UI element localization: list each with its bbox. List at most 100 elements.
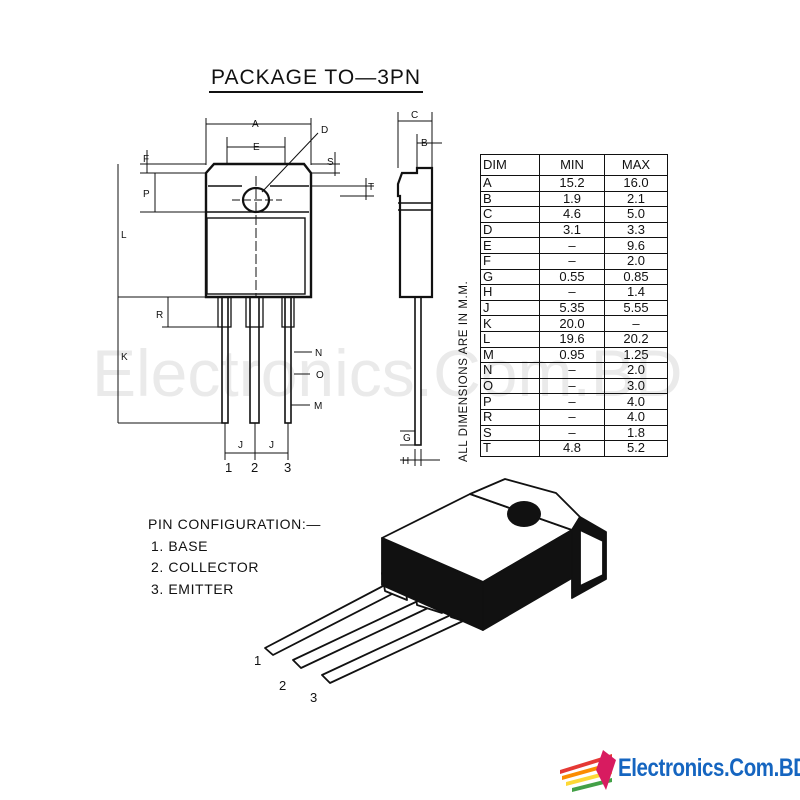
- iso-pin-label-3: 3: [310, 690, 317, 705]
- table-cell-dim: N: [480, 362, 540, 379]
- table-header-min: MIN: [539, 154, 605, 176]
- table-row: P–4.0: [480, 393, 668, 410]
- table-cell-min: 1.9: [539, 190, 605, 208]
- table-cell-max: 1.25: [604, 346, 668, 364]
- table-cell-min: –: [539, 393, 605, 410]
- dim-label-c: C: [411, 110, 418, 121]
- table-cell-max: 3.3: [604, 221, 668, 239]
- table-cell-dim: F: [480, 252, 540, 270]
- table-cell-min: –: [539, 362, 605, 379]
- table-cell-min: 4.6: [539, 206, 605, 223]
- table-cell-max: 3.0: [604, 377, 668, 395]
- table-cell-min: 0.55: [539, 268, 605, 286]
- table-cell-min: 5.35: [539, 299, 605, 317]
- table-cell-min: –: [539, 284, 605, 301]
- dim-label-p: P: [143, 189, 150, 200]
- table-row: H–1.4: [480, 284, 668, 301]
- table-cell-dim: J: [480, 299, 540, 317]
- dim-label-m: M: [314, 401, 322, 412]
- table-cell-dim: O: [480, 377, 540, 395]
- dim-label-n: N: [315, 348, 322, 359]
- table-cell-max: 4.0: [604, 408, 668, 426]
- pin-item-base: 1. BASE: [151, 537, 209, 554]
- iso-pin-label-2: 2: [279, 678, 286, 693]
- table-cell-dim: H: [480, 284, 540, 301]
- table-cell-min: –: [539, 408, 605, 426]
- table-cell-dim: G: [480, 268, 540, 286]
- table-cell-dim: M: [480, 346, 540, 364]
- pin-item-emitter: 3. EMITTER: [151, 580, 235, 597]
- pin-configuration: PIN CONFIGURATION:— 1. BASE 2. COLLECTOR…: [148, 514, 321, 600]
- table-cell-dim: S: [480, 424, 540, 442]
- table-cell-dim: D: [480, 221, 540, 239]
- package-title: PACKAGE TO—3PN: [209, 66, 424, 93]
- table-cell-max: 5.2: [604, 440, 668, 457]
- table-header-dim: DIM: [480, 154, 540, 176]
- table-cell-dim: E: [480, 237, 540, 254]
- table-cell-max: 2.0: [604, 252, 668, 270]
- isometric-view: [264, 478, 607, 684]
- dim-label-e: E: [253, 142, 260, 153]
- table-cell-dim: C: [480, 206, 540, 223]
- table-cell-dim: T: [480, 440, 540, 457]
- table-cell-min: –: [539, 252, 605, 270]
- table-cell-max: 2.0: [604, 362, 668, 379]
- table-cell-min: 20.0: [539, 315, 605, 332]
- front-pin-number-2: 2: [251, 460, 258, 475]
- dim-label-l: L: [121, 230, 127, 241]
- dim-label-g: G: [403, 433, 411, 444]
- front-pin-number-3: 3: [284, 460, 291, 475]
- dim-label-d: D: [321, 125, 328, 136]
- table-cell-max: 5.55: [604, 299, 668, 317]
- table-row: F–2.0: [480, 252, 668, 270]
- front-pin-number-1: 1: [225, 460, 232, 475]
- side-view: [396, 112, 442, 466]
- table-cell-dim: B: [480, 190, 540, 208]
- dim-label-s: S: [327, 157, 334, 168]
- brand-logo-icon: [560, 750, 616, 792]
- dim-label-t: T: [368, 182, 374, 193]
- table-cell-min: 15.2: [539, 175, 605, 192]
- table-cell-min: 0.95: [539, 346, 605, 364]
- dim-label-b: B: [421, 138, 428, 149]
- dim-label-a: A: [252, 119, 259, 130]
- iso-pin-labels: 1 2 3: [254, 653, 317, 705]
- table-row: O–3.0: [480, 377, 668, 395]
- front-view: [204, 162, 313, 424]
- dim-label-k: K: [121, 352, 128, 363]
- dim-label-j2: J: [269, 440, 274, 451]
- table-cell-max: 16.0: [604, 175, 668, 192]
- units-note: ALL DIMENSIONS ARE IN M.M.: [458, 281, 472, 476]
- iso-pin-label-1: 1: [254, 653, 261, 668]
- front-dimension-labels: A D E F S T P L R K N O M J J 1 2 3: [121, 119, 374, 475]
- table-cell-min: –: [539, 377, 605, 395]
- table-cell-max: 0.85: [604, 268, 668, 286]
- table-cell-min: 3.1: [539, 221, 605, 239]
- pin-item-collector: 2. COLLECTOR: [151, 559, 260, 575]
- pin-configuration-heading: PIN CONFIGURATION:—: [148, 516, 321, 532]
- table-cell-max: 4.0: [604, 393, 668, 410]
- table-cell-dim: A: [480, 175, 540, 192]
- table-cell-min: –: [539, 237, 605, 254]
- units-note-text: ALL DIMENSIONS ARE IN M.M.: [458, 280, 470, 462]
- table-row: R–4.0: [480, 408, 668, 426]
- table-cell-min: 19.6: [539, 330, 605, 348]
- table-cell-dim: P: [480, 393, 540, 410]
- table-header-row: DIM MIN MAX: [480, 154, 668, 176]
- table-row: S–1.8: [480, 424, 668, 442]
- brand-name: Electronics.Com.BD: [618, 754, 800, 782]
- table-cell-dim: R: [480, 408, 540, 426]
- dim-label-f: F: [143, 154, 149, 165]
- table-cell-max: 20.2: [604, 330, 668, 348]
- table-cell-max: 1.4: [604, 284, 668, 301]
- table-cell-min: 4.8: [539, 440, 605, 457]
- dim-label-o: O: [316, 370, 324, 381]
